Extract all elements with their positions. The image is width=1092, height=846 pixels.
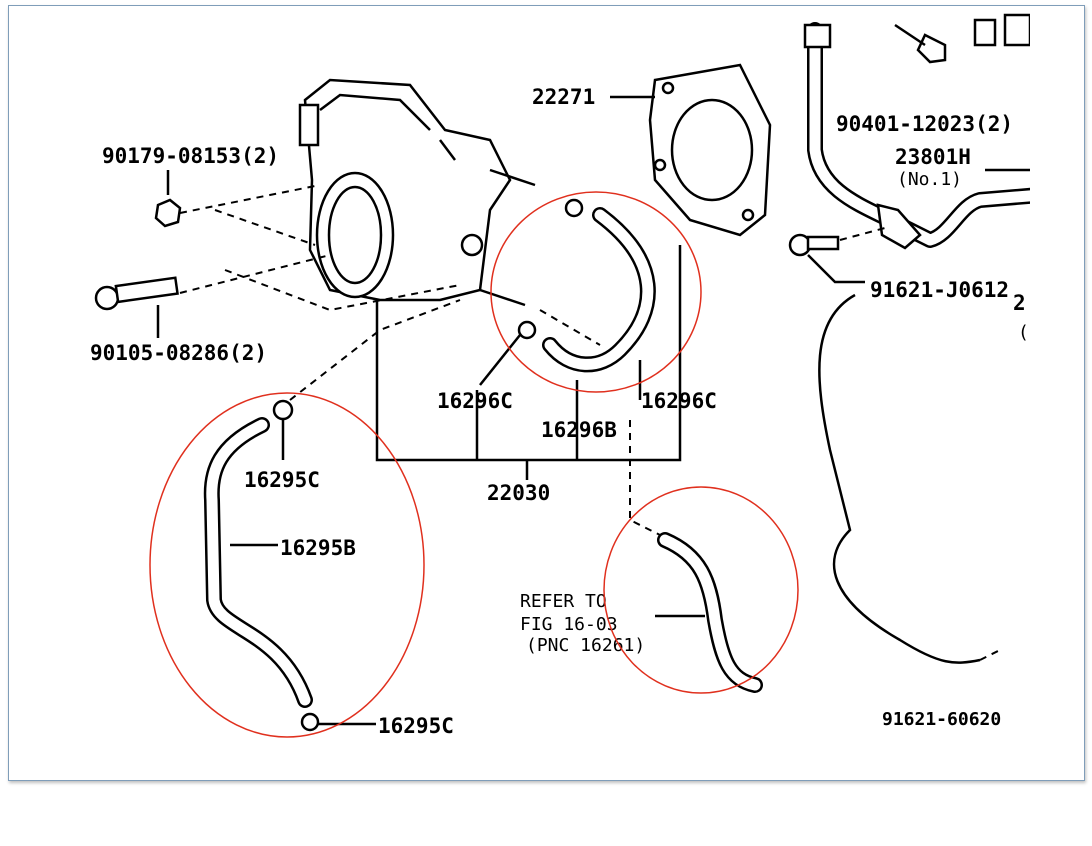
label-16295C-upper: 16295C [244,468,320,492]
label-91621-J0612: 91621-J0612 [870,278,1009,302]
label-90105-08286: 90105-08286(2) [90,341,267,365]
label-refer-line1: REFER TO [520,591,607,612]
label-22030: 22030 [487,481,550,505]
label-no1: (No.1) [897,169,962,190]
bolt-drawing [94,276,179,338]
label-23801H: 23801H [895,145,971,169]
label-22271: 22271 [532,85,595,109]
throttle-body-drawing [298,78,536,307]
label-90179-08153: 90179-08153(2) [102,144,279,168]
gasket-drawing [648,63,772,237]
label-16295C-lower: 16295C [378,714,454,738]
label-16296C-right: 16296C [641,389,717,413]
label-cut-off-2: 2 [1013,291,1026,315]
highlight-circle-refer-hose [603,486,799,694]
label-16296C-left: 16296C [437,389,513,413]
fuel-pipe-drawing [788,13,1030,284]
highlight-circle-16295B [149,392,425,738]
label-cut-off-paren: ( [1018,322,1029,343]
label-90401-12023: 90401-12023(2) [836,112,1013,136]
label-refer-line3: (PNC 16261) [526,635,645,656]
highlight-circle-16296B [490,191,702,393]
label-91621-60620: 91621-60620 [882,709,1001,730]
label-16296B: 16296B [541,418,617,442]
label-16295B: 16295B [280,536,356,560]
diagram-frame [8,5,1085,781]
nut-drawing [154,170,182,228]
label-refer-line2: FIG 16-03 [520,614,618,635]
